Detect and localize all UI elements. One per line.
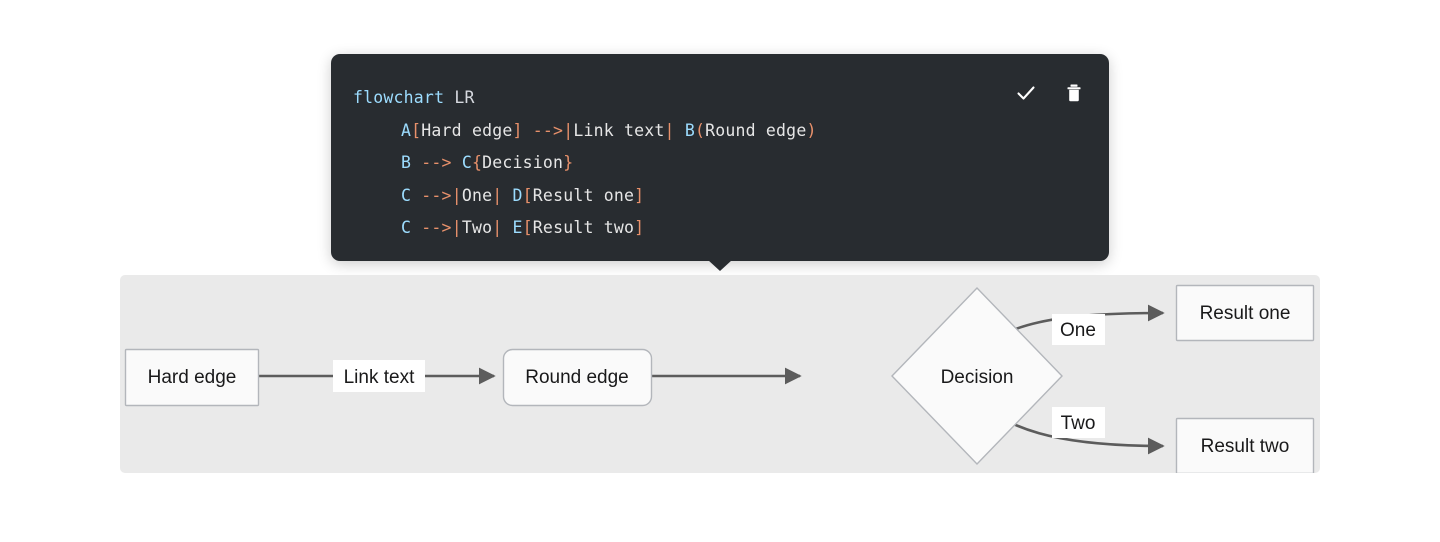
edge-label-link-text-label: Link text: [344, 367, 415, 388]
code-token: [675, 121, 685, 140]
code-token: [452, 153, 462, 172]
edge-label-two-label: Two: [1061, 413, 1096, 434]
node-C[interactable]: Decision: [891, 286, 1063, 466]
code-token: A: [401, 120, 412, 140]
code-token: -->: [421, 185, 452, 205]
code-token: [: [411, 120, 422, 140]
node-E[interactable]: Result two: [1175, 417, 1315, 474]
code-token: }: [563, 153, 574, 172]
code-token: |: [563, 120, 574, 140]
delete-button[interactable]: [1061, 80, 1087, 106]
code-token: (: [694, 120, 706, 140]
node-B[interactable]: Round edge: [502, 348, 653, 407]
code-token: [411, 186, 421, 205]
node-A-label: Hard edge: [148, 367, 237, 388]
code-token: ]: [634, 218, 645, 237]
editor-toolbar: [1013, 80, 1087, 106]
code-line-4: C -->|One| D[Result one]: [353, 180, 1095, 213]
node-D-shape: [1175, 284, 1315, 342]
code-token: D: [512, 185, 523, 205]
node-C-shape: [891, 286, 1063, 466]
code-token: -->: [532, 120, 564, 140]
code-token: ]: [634, 185, 645, 205]
node-D-label: Result one: [1200, 303, 1291, 324]
node-C-label: Decision: [941, 367, 1014, 388]
code-token: |: [451, 185, 462, 205]
edge-label-one[interactable]: One: [1052, 314, 1105, 345]
code-token: {: [471, 153, 483, 172]
code-token: Result one: [532, 185, 635, 205]
code-token: Two: [461, 218, 493, 237]
edge-label-link-text-bg: [333, 360, 425, 392]
code-token: C: [401, 218, 412, 237]
code-token: Hard edge: [421, 120, 513, 140]
edge-label-link-text[interactable]: Link text: [333, 360, 425, 392]
code-token: [: [522, 185, 533, 205]
code-line-3: B --> C{Decision}: [353, 147, 1095, 180]
code-token: LR: [444, 88, 475, 107]
code-token: E: [512, 218, 523, 237]
node-E-label: Result two: [1201, 436, 1290, 457]
code-token: [502, 186, 512, 205]
code-token: |: [451, 218, 462, 237]
code-token: [523, 121, 533, 140]
check-icon: [1017, 86, 1035, 100]
code-line-1: flowchart LR: [353, 82, 1095, 115]
diagram-canvas[interactable]: Hard edge Round edge Decision Result one…: [120, 275, 1320, 473]
code-line-2: A[Hard edge] -->|Link text| B(Round edge…: [353, 115, 1095, 148]
code-token: [411, 218, 421, 237]
edge-label-one-bg: [1052, 314, 1105, 345]
confirm-button[interactable]: [1013, 80, 1039, 106]
node-B-label: Round edge: [525, 367, 629, 388]
code-token: ]: [512, 120, 523, 140]
flowchart-svg: Hard edge Round edge Decision Result one…: [124, 284, 1315, 474]
code-token: |: [492, 185, 503, 205]
edge-label-one-label: One: [1060, 320, 1096, 341]
code-token: One: [461, 185, 493, 205]
code-token: Link text: [573, 120, 665, 140]
code-token: Round edge: [705, 120, 807, 140]
code-token: B: [401, 153, 412, 172]
code-token: -->: [421, 218, 452, 237]
edge-label-two[interactable]: Two: [1052, 407, 1105, 438]
node-A-shape: [124, 348, 260, 407]
code-token: flowchart: [353, 88, 445, 107]
edge-label-two-bg: [1052, 407, 1105, 438]
node-A[interactable]: Hard edge: [124, 348, 260, 407]
code-token: Result two: [532, 218, 635, 237]
code-token: C: [401, 185, 412, 205]
node-E-shape: [1175, 417, 1315, 473]
code-token: -->: [421, 153, 452, 172]
code-token: B: [684, 120, 695, 140]
code-token: |: [664, 120, 675, 140]
code-panel-pointer: [708, 260, 732, 271]
trash-icon: [1067, 84, 1081, 102]
code-token: [: [522, 218, 533, 237]
code-line-5: C -->|Two| E[Result two]: [353, 212, 1095, 245]
node-B-shape: [502, 348, 653, 407]
code-token: [502, 218, 512, 237]
code-token: [411, 153, 421, 172]
code-token: C: [461, 153, 472, 172]
node-D[interactable]: Result one: [1175, 284, 1315, 342]
code-token: ): [806, 120, 817, 140]
code-token: |: [492, 218, 503, 237]
code-token: Decision: [482, 153, 564, 172]
